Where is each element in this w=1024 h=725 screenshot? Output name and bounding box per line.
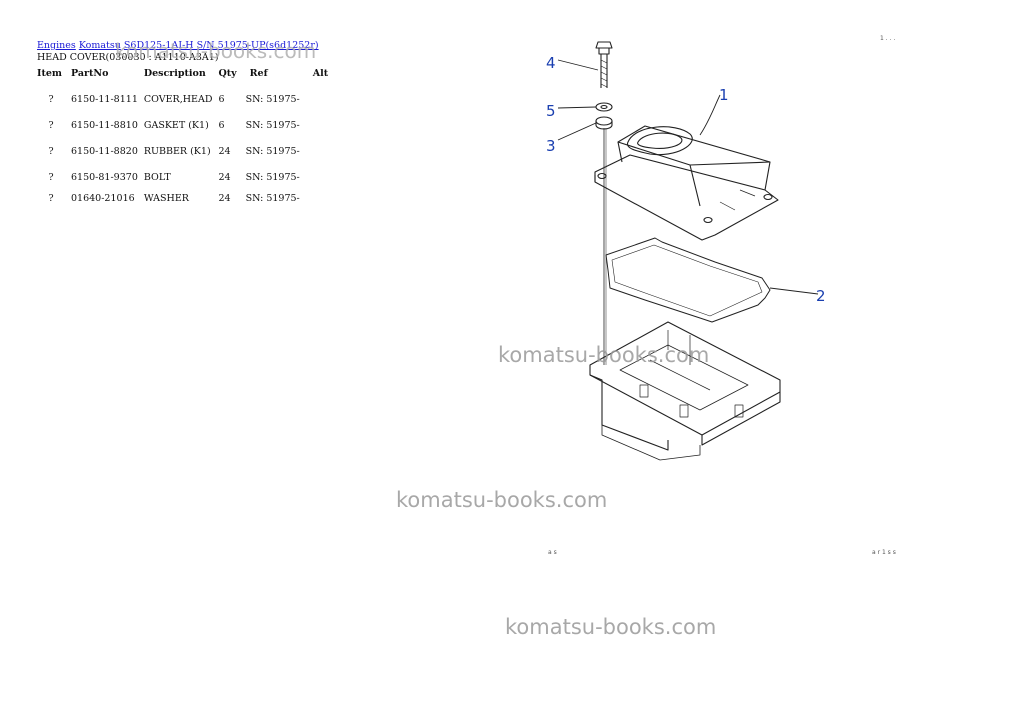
cell-description: WASHER xyxy=(143,192,189,204)
table-row: ? 6150-11-8810 GASKET (K1) 6 SN: 51975- xyxy=(37,112,331,138)
table-header-row: Item PartNo Description Qty Ref Alt xyxy=(37,65,331,86)
callout-3: 3 xyxy=(546,137,556,155)
col-header-ref: Ref xyxy=(249,67,268,79)
cell-item: ? xyxy=(48,145,54,157)
cell-alt xyxy=(303,164,331,190)
cell-partno: 01640-21016 xyxy=(71,192,135,204)
breadcrumb-link-model[interactable]: S6D125-1AI-H S/N 51975-UP(s6d1252r) xyxy=(123,40,319,51)
cell-qty: 24 xyxy=(218,145,231,157)
cell-alt xyxy=(303,86,331,112)
callout-4: 4 xyxy=(546,54,556,72)
parts-diagram: 4 5 3 1 2 1 . . . a s a r 1 s s xyxy=(546,35,896,556)
breadcrumb-link-komatsu[interactable]: Komatsu xyxy=(78,40,121,51)
breadcrumb-link-engines[interactable]: Engines xyxy=(37,40,76,51)
cell-qty: 6 xyxy=(218,93,225,105)
diagram-corner-label-right: a r 1 s s xyxy=(872,549,896,556)
cell-description: COVER,HEAD xyxy=(143,93,213,105)
cell-qty: 24 xyxy=(218,171,231,183)
cell-alt xyxy=(303,112,331,138)
watermark: komatsu-books.com xyxy=(396,488,608,512)
cell-qty: 6 xyxy=(218,119,225,131)
rubber-drawing xyxy=(595,116,613,130)
watermark: komatsu-books.com xyxy=(498,343,710,367)
cell-ref: SN: 51975- xyxy=(245,145,300,157)
cell-alt xyxy=(303,138,331,164)
head-cover-drawing xyxy=(594,125,779,241)
diagram-corner-label-left: a s xyxy=(548,549,557,556)
cylinder-head-drawing xyxy=(589,321,781,461)
parts-table: Item PartNo Description Qty Ref Alt ? 61… xyxy=(37,65,331,206)
table-row: ? 6150-11-8820 RUBBER (K1) 24 SN: 51975- xyxy=(37,138,331,164)
table-row: ? 6150-81-9370 BOLT 24 SN: 51975- xyxy=(37,164,331,190)
table-row: ? 01640-21016 WASHER 24 SN: 51975- xyxy=(37,190,331,206)
watermark: komatsu-books.com xyxy=(115,39,317,63)
cell-ref: SN: 51975- xyxy=(245,119,300,131)
cell-item: ? xyxy=(48,119,54,131)
cell-partno: 6150-11-8810 xyxy=(71,119,138,131)
cell-description: BOLT xyxy=(143,171,171,183)
table-row: ? 6150-11-8111 COVER,HEAD 6 SN: 51975- xyxy=(37,86,331,112)
cell-qty: 24 xyxy=(218,192,231,204)
cell-partno: 6150-11-8111 xyxy=(71,93,138,105)
washer-drawing xyxy=(595,102,613,112)
cell-item: ? xyxy=(48,93,54,105)
callout-2: 2 xyxy=(816,287,826,305)
callout-1: 1 xyxy=(719,86,729,104)
callout-5: 5 xyxy=(546,102,556,120)
breadcrumb: Engines Komatsu - S6D125-1AI-H S/N 51975… xyxy=(37,40,319,52)
cell-description: RUBBER (K1) xyxy=(143,145,211,157)
gasket-drawing xyxy=(605,237,771,323)
col-header-item: Item xyxy=(37,67,62,79)
diagram-corner-label-top: 1 . . . xyxy=(880,35,895,42)
watermark: komatsu-books.com xyxy=(505,615,717,639)
cell-item: ? xyxy=(48,171,54,183)
col-header-alt: Alt xyxy=(312,67,329,79)
col-header-qty: Qty xyxy=(218,67,237,79)
cell-item: ? xyxy=(48,192,54,204)
cell-ref: SN: 51975- xyxy=(245,93,300,105)
section-title: HEAD COVER(030030 : A1110-A3A1) xyxy=(37,52,219,63)
callout-leaders xyxy=(557,59,819,295)
cell-description: GASKET (K1) xyxy=(143,119,209,131)
bolt-drawing xyxy=(595,41,613,88)
col-header-description: Description xyxy=(143,67,206,79)
cell-alt xyxy=(303,190,331,206)
cell-partno: 6150-11-8820 xyxy=(71,145,138,157)
col-header-partno: PartNo xyxy=(71,67,109,79)
cell-partno: 6150-81-9370 xyxy=(71,171,138,183)
cell-ref: SN: 51975- xyxy=(245,192,300,204)
cell-ref: SN: 51975- xyxy=(245,171,300,183)
